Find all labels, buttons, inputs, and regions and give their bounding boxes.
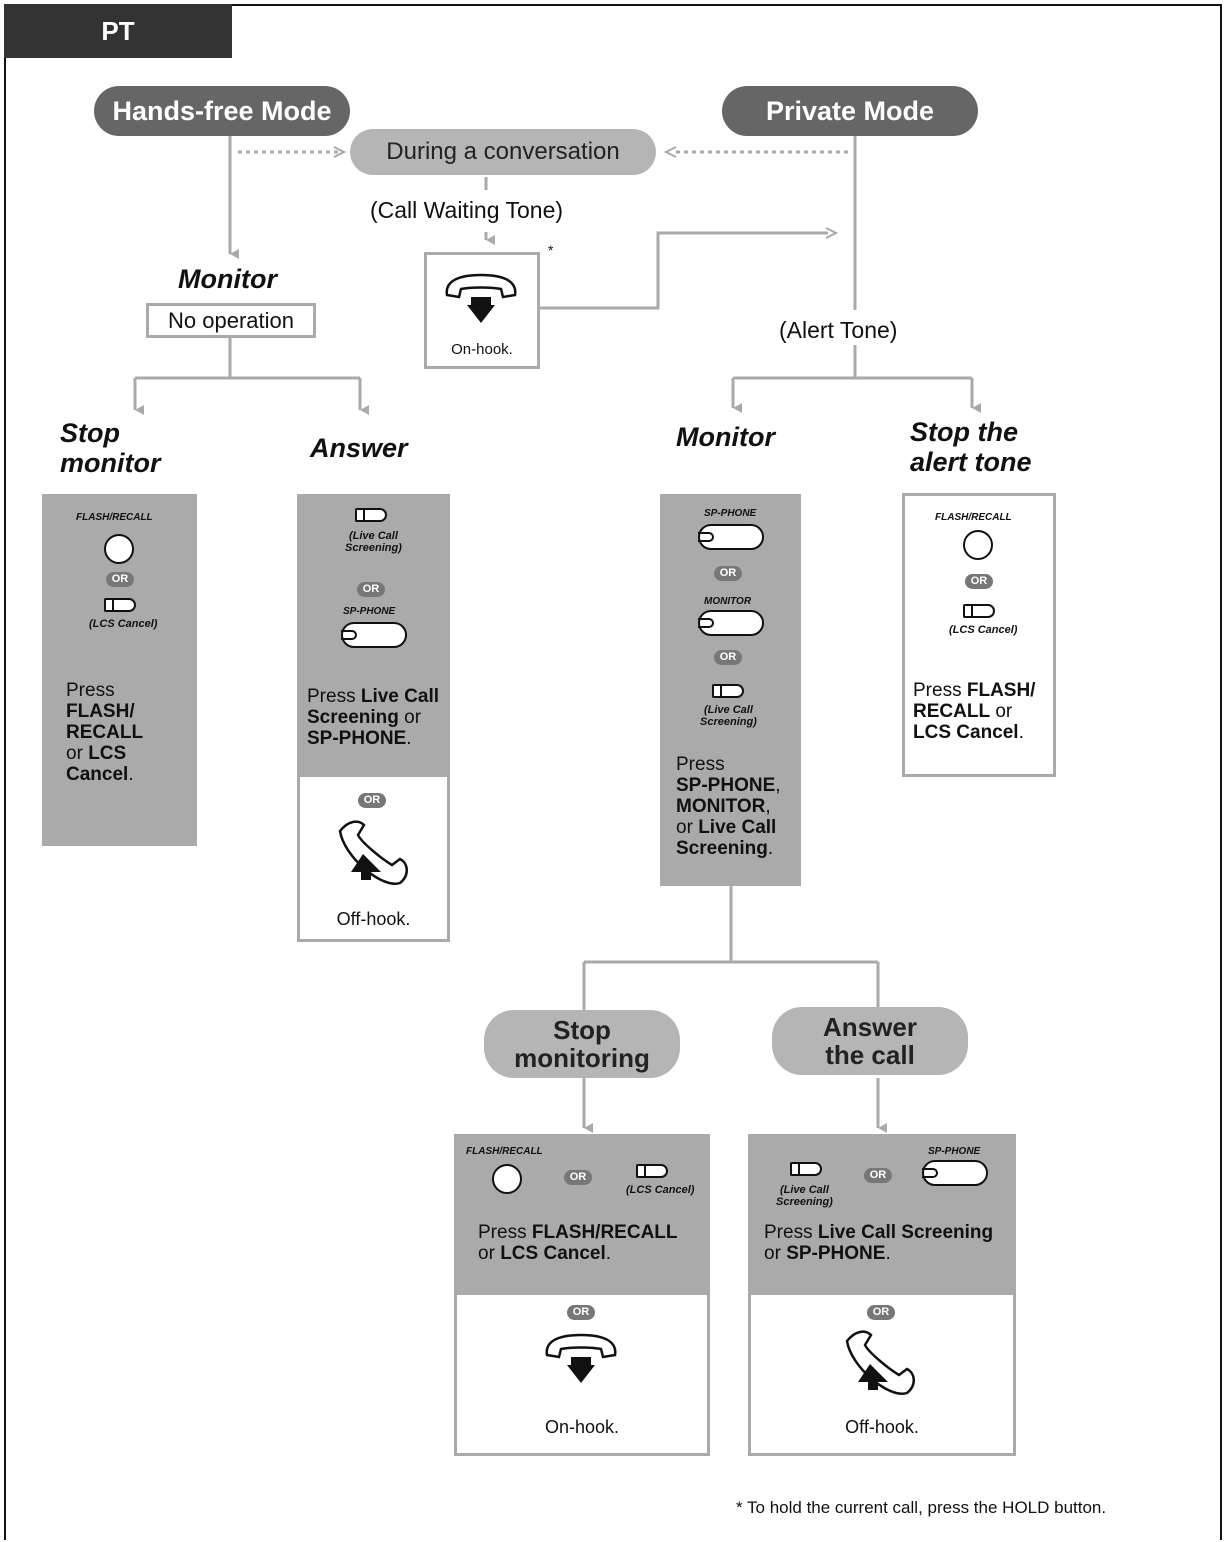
flash-recall-button-icon: [963, 530, 993, 560]
sp-phone-button-icon: [341, 622, 407, 648]
call-waiting-tone-label: (Call Waiting Tone): [370, 197, 564, 223]
or-badge: OR: [965, 574, 993, 589]
handset-up-icon: [338, 820, 408, 885]
stop-alert-box: FLASH/RECALL OR (LCS Cancel) Press FLASH…: [902, 493, 1056, 777]
stop-monitoring-line1: Stop: [553, 1015, 611, 1045]
or-badge: OR: [714, 650, 742, 665]
monitor-button-icon: [698, 610, 764, 636]
onhook-label: On-hook.: [451, 341, 513, 358]
onhook-label: On-hook.: [544, 1417, 620, 1437]
live-call-screening-key-icon: [355, 508, 387, 522]
stop-monitor-instruction: Press FLASH/ RECALL or LCS Cancel.: [66, 680, 144, 785]
handset-up-icon: [845, 1330, 915, 1395]
stop-monitoring-onhook-box: OR On-hook.: [454, 1292, 710, 1456]
stop-monitoring-instruction: Press FLASH/RECALL or LCS Cancel.: [478, 1222, 678, 1264]
sp-phone-button-icon: [922, 1160, 988, 1186]
sp-phone-button-icon: [698, 524, 764, 550]
flash-recall-label: FLASH/RECALL: [935, 512, 1012, 523]
private-monitor-heading: Monitor: [676, 422, 775, 452]
stop-monitor-heading-line1: Stop: [60, 418, 120, 448]
answer-call-offhook-box: OR Off-hook.: [748, 1292, 1016, 1456]
or-badge: OR: [358, 793, 386, 808]
stop-monitor-heading-line2: monitor: [60, 448, 161, 478]
no-operation-box: No operation: [146, 303, 316, 338]
lcs-cancel-caption: (LCS Cancel): [89, 618, 158, 630]
live-call-screening-key-icon: [790, 1162, 822, 1176]
private-mode-pill: Private Mode: [722, 86, 978, 136]
handset-down-icon: [545, 1333, 617, 1383]
stop-alert-instruction: Press FLASH/ RECALL or LCS Cancel.: [913, 680, 1036, 743]
answer-call-line2: the call: [825, 1040, 915, 1070]
or-badge: OR: [567, 1305, 595, 1320]
private-monitor-instruction: Press SP-PHONE, MONITOR, or Live Call Sc…: [676, 754, 781, 859]
answer-call-instruction: Press Live Call Screening or SP-PHONE.: [764, 1222, 994, 1264]
stop-monitoring-line2: monitoring: [514, 1043, 650, 1073]
or-badge: OR: [106, 572, 134, 587]
tab-pt: PT: [4, 4, 232, 58]
during-conversation-pill: During a conversation: [350, 129, 656, 175]
onhook-box: On-hook.: [424, 252, 540, 369]
or-badge: OR: [357, 582, 385, 597]
answer-instruction: Press Live Call Screening or SP-PHONE.: [307, 686, 440, 749]
footnote: * To hold the current call, press the HO…: [736, 1498, 1107, 1517]
asterisk-mark: *: [548, 242, 554, 258]
or-badge: OR: [864, 1168, 892, 1183]
flash-recall-button-icon: [104, 534, 134, 564]
lcs-cancel-key-icon: [104, 598, 136, 612]
or-badge: OR: [867, 1305, 895, 1320]
live-call-screening-key-icon: [712, 684, 744, 698]
stop-monitoring-panel: FLASH/RECALL OR (LCS Cancel) Press FLASH…: [454, 1134, 710, 1292]
or-badge: OR: [714, 566, 742, 581]
diagram-frame: [4, 4, 1222, 1540]
offhook-label: Off-hook.: [336, 909, 411, 929]
handset-down-icon: [445, 273, 517, 323]
flash-recall-label: FLASH/RECALL: [76, 512, 153, 523]
stop-monitor-panel: FLASH/RECALL OR (LCS Cancel) Press FLASH…: [42, 494, 197, 846]
alert-tone-label: (Alert Tone): [779, 317, 898, 343]
offhook-label: Off-hook.: [845, 1417, 919, 1437]
lcs-cancel-caption: (LCS Cancel): [626, 1184, 695, 1196]
answer-offhook-box: OR Off-hook.: [297, 774, 450, 942]
stop-alert-heading-line1: Stop the: [910, 417, 1018, 447]
flash-recall-button-icon: [492, 1164, 522, 1194]
lcs-cancel-caption: (LCS Cancel): [949, 624, 1018, 636]
lcs-cancel-key-icon: [636, 1164, 668, 1178]
lcs-cancel-key-icon: [963, 604, 995, 618]
hands-free-monitor-heading: Monitor: [178, 264, 277, 294]
flash-recall-label: FLASH/RECALL: [466, 1146, 543, 1157]
stop-alert-heading-line2: alert tone: [910, 447, 1032, 477]
answer-call-line1: Answer: [823, 1012, 917, 1042]
sp-phone-label: SP-PHONE: [704, 508, 757, 519]
answer-the-call-pill: Answer the call: [772, 1007, 968, 1075]
hands-free-mode-pill: Hands-free Mode: [94, 86, 350, 136]
stop-monitoring-pill: Stop monitoring: [484, 1010, 680, 1078]
stop-monitor-heading: Stop monitor: [60, 418, 161, 478]
or-badge: OR: [564, 1170, 592, 1185]
sp-phone-label: SP-PHONE: [343, 606, 396, 617]
stop-alert-heading: Stop the alert tone: [910, 417, 1032, 477]
sp-phone-label: SP-PHONE: [928, 1146, 981, 1157]
answer-heading: Answer: [310, 433, 408, 463]
monitor-label: MONITOR: [704, 596, 752, 607]
